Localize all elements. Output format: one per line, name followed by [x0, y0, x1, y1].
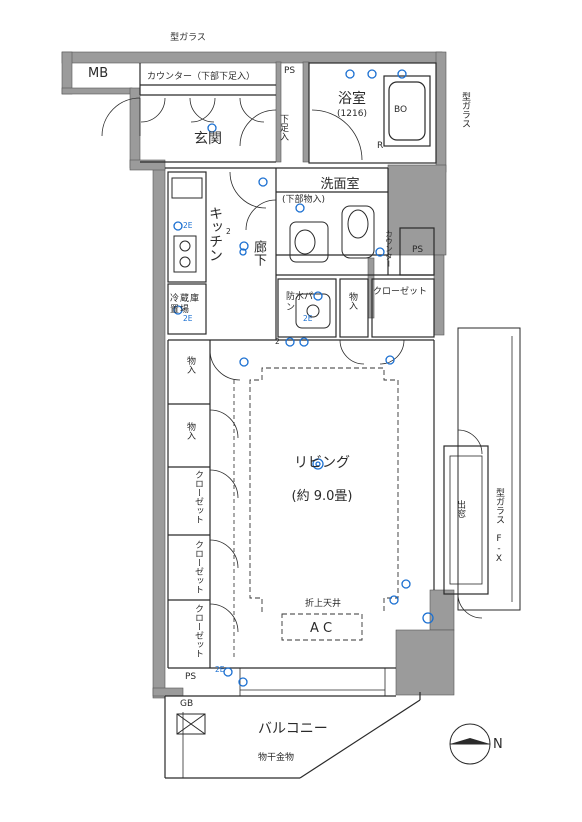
corridor-label: 廊下 [251, 240, 266, 266]
ps-top-label: PS [284, 66, 296, 76]
outlet-2e-label: 2E [183, 314, 193, 323]
shoe-storage-label: 下足入 [278, 114, 288, 141]
door-swings [101, 97, 483, 633]
outlet-count-label: 2 [226, 227, 231, 236]
storage-1-label: 物入 [185, 356, 195, 374]
storage-mid-label: 物入 [347, 292, 357, 310]
partitions [139, 62, 521, 779]
fixtures [171, 177, 375, 735]
bo-label: BO [394, 105, 408, 115]
under-storage-label: (下部物入) [282, 195, 326, 205]
balcony-label: バルコニー [258, 721, 328, 737]
frosted-glass-top-label: 型ガラス [170, 33, 206, 43]
walls [61, 51, 455, 699]
mb-label: MB [88, 66, 109, 81]
ps-bottom-label: PS [185, 672, 197, 682]
outlet-2e-label: 2E [183, 221, 193, 230]
counter-small-label: カウンター [384, 230, 394, 268]
outlet-2e-label: 2E [303, 314, 313, 323]
ac-label: A C [309, 621, 333, 636]
bay-window-label: 出窓 [455, 500, 465, 518]
closet-top-label: クローゼット [373, 287, 428, 297]
closet-2-label: クローゼット [193, 540, 203, 594]
r-label: R [377, 141, 384, 151]
electrical-symbols [173, 69, 434, 687]
closet-3-label: クローゼット [193, 604, 203, 658]
folded-ceiling-label: 折上天井 [304, 599, 342, 609]
ps-mid-label: PS [412, 245, 424, 255]
closet-1-label: クローゼット [193, 470, 203, 524]
drying-rack-label: 物干金物 [258, 753, 295, 763]
outlet-2e-label: 2E [215, 665, 225, 674]
frosted-glass-fix-label: 型ガラス F-X [494, 488, 504, 564]
bath-size-label: (1216) [337, 109, 367, 119]
north-label: N [493, 737, 503, 752]
living-label: リビング [294, 455, 350, 471]
counter-label: カウンター（下部下足入） [147, 72, 256, 82]
waterproof-pan-label: 防水パン [286, 292, 314, 313]
frosted-glass-right-top-label: 型ガラス [460, 92, 470, 128]
fridge-space-label: 冷蔵庫置場 [170, 294, 201, 315]
living-size-label: (約 9.0畳) [291, 489, 353, 504]
washroom-label: 洗面室 [320, 177, 360, 192]
north-arrow-icon [449, 723, 491, 765]
outlet-count-label: 2 [275, 337, 280, 346]
kitchen-label: キッチン [207, 206, 223, 262]
bathroom-label: 浴室 [338, 91, 366, 107]
folded-ceiling-outline [249, 367, 399, 641]
gb-label: GB [180, 699, 194, 709]
entrance-label: 玄関 [194, 131, 222, 147]
storage-2-label: 物入 [185, 422, 195, 440]
